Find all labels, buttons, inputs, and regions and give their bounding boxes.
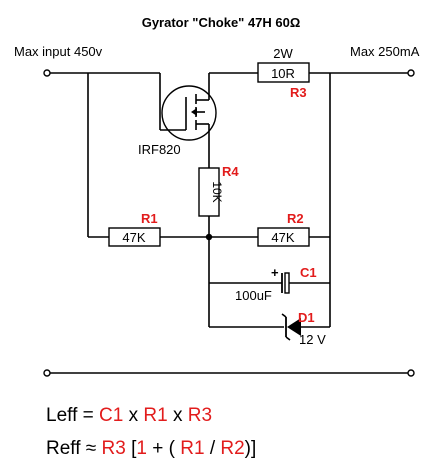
reff-open-paren: ( — [168, 438, 175, 459]
resistor-r1: 47K R1 — [88, 211, 209, 247]
reff-open-bracket: [ — [131, 438, 137, 459]
zener-d1: D1 12 V — [209, 310, 330, 347]
r1-ref: R1 — [141, 211, 158, 226]
d1-value: 12 V — [299, 332, 326, 347]
bottom-rail — [43, 369, 415, 377]
c1-polarity: + — [271, 265, 279, 280]
reff-term-r3: R3 — [101, 438, 126, 459]
r1-value: 47K — [122, 230, 145, 245]
mosfet-label: IRF820 — [138, 142, 181, 157]
r4-ref: R4 — [222, 164, 239, 179]
reff-close-paren: ) — [244, 438, 251, 459]
max-input-label: Max input 450v — [14, 44, 103, 59]
max-output-label: Max 250mA — [350, 44, 420, 59]
r3-rating: 2W — [273, 46, 293, 61]
leff-term-c1: C1 — [99, 405, 124, 426]
top-left-rail — [47, 72, 160, 237]
c1-ref: C1 — [300, 265, 317, 280]
mosfet-irf820: IRF820 — [138, 73, 217, 168]
r3-ref: R3 — [290, 85, 307, 100]
leff-times-1: x — [128, 405, 139, 426]
diagram-title: Gyrator "Choke" 47H 60Ω — [142, 15, 301, 30]
capacitor-c1: + 100uF C1 — [209, 265, 330, 303]
r2-value: 47K — [271, 230, 294, 245]
leff-term-r1: R1 — [143, 405, 168, 426]
top-right-rail — [209, 72, 411, 327]
formula-leff: Leff = C1 x R1 x R3 — [46, 405, 212, 427]
reff-lhs: Reff — [46, 438, 81, 459]
resistor-r2: 47K R2 — [209, 211, 330, 247]
reff-close-bracket: ] — [251, 438, 257, 459]
leff-lhs: Leff — [46, 405, 78, 426]
r4-value: 10K — [210, 181, 224, 202]
reff-divide: / — [209, 438, 216, 459]
resistor-r3: 10R 2W R3 — [257, 46, 310, 100]
leff-eq: = — [82, 405, 94, 426]
reff-term-r2: R2 — [220, 438, 245, 459]
leff-term-r3: R3 — [187, 405, 213, 426]
r2-ref: R2 — [287, 211, 304, 226]
bottom-right-terminal — [407, 369, 415, 377]
reff-plus: + — [152, 438, 164, 459]
d1-ref: D1 — [298, 310, 315, 325]
leff-times-2: x — [172, 405, 183, 426]
reff-one: 1 — [136, 438, 147, 459]
reff-term-r1: R1 — [180, 438, 205, 459]
input-terminal — [43, 69, 51, 77]
bottom-left-terminal — [43, 369, 51, 377]
output-terminal — [407, 69, 415, 77]
formula-reff: Reff ≈ R3 [1 + ( R1 / R2)] — [46, 438, 256, 460]
r3-value: 10R — [271, 66, 295, 81]
resistor-r4: 10K R4 — [198, 164, 239, 217]
c1-value: 100uF — [235, 288, 272, 303]
reff-approx: ≈ — [85, 438, 97, 459]
